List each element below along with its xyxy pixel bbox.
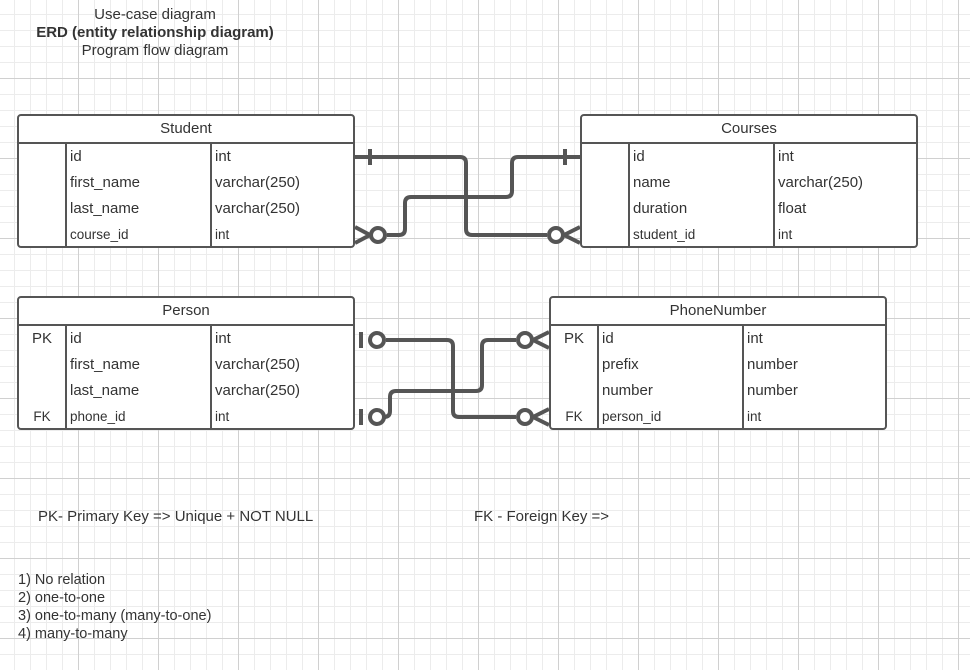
entity-phone-number[interactable]: PhoneNumber PK id int prefix number numb… bbox=[549, 296, 887, 430]
entity-row: PK id int bbox=[551, 326, 885, 352]
entity-courses[interactable]: Courses id int name varchar(250) duratio… bbox=[580, 114, 918, 248]
connector-person-to-phone bbox=[386, 338, 516, 419]
field-type: number bbox=[747, 382, 798, 399]
crowfoot-marker bbox=[562, 225, 581, 245]
key-cell bbox=[19, 196, 67, 222]
key-cell bbox=[19, 352, 67, 378]
entity-phone-number-title: PhoneNumber bbox=[551, 298, 885, 326]
field-name: name bbox=[630, 170, 775, 196]
field-name: last_name bbox=[67, 378, 212, 404]
note-foreign-key: FK - Foreign Key => bbox=[474, 508, 610, 525]
field-name: prefix bbox=[599, 352, 744, 378]
field-name: first_name bbox=[67, 170, 212, 196]
field-type: int bbox=[215, 227, 230, 242]
note-primary-key: PK- Primary Key => Unique + NOT NULL bbox=[38, 508, 314, 525]
entity-person-title: Person bbox=[19, 298, 353, 326]
key-cell bbox=[19, 378, 67, 404]
key-cell bbox=[551, 352, 599, 378]
entity-courses-title: Courses bbox=[582, 116, 916, 144]
list-item: 1) No relation bbox=[18, 572, 106, 588]
entity-row: course_id int bbox=[19, 222, 353, 246]
entity-row: last_name varchar(250) bbox=[19, 378, 353, 404]
entity-row: first_name varchar(250) bbox=[19, 352, 353, 378]
field-type: int bbox=[747, 409, 762, 424]
field-type: number bbox=[747, 356, 798, 373]
title-program-flow: Program flow diagram bbox=[81, 42, 229, 59]
field-type: varchar(250) bbox=[215, 174, 301, 191]
entity-row: name varchar(250) bbox=[582, 170, 916, 196]
field-type: varchar(250) bbox=[778, 174, 864, 191]
field-name: student_id bbox=[630, 222, 775, 246]
field-type: int bbox=[215, 148, 231, 165]
field-name: id bbox=[67, 326, 212, 352]
field-name: first_name bbox=[67, 352, 212, 378]
entity-row: prefix number bbox=[551, 352, 885, 378]
crowfoot-marker bbox=[531, 330, 550, 350]
list-item: 2) one-to-one bbox=[18, 590, 106, 606]
relation-types-list: 1) No relation 2) one-to-one 3) one-to-m… bbox=[18, 571, 211, 643]
title-use-case: Use-case diagram bbox=[94, 6, 216, 23]
key-cell bbox=[551, 378, 599, 404]
key-cell: FK bbox=[19, 404, 67, 428]
entity-row: PK id int bbox=[19, 326, 353, 352]
field-type: varchar(250) bbox=[215, 382, 301, 399]
key-cell bbox=[19, 222, 67, 246]
field-type: int bbox=[215, 330, 231, 347]
field-type: int bbox=[778, 148, 794, 165]
entity-row: last_name varchar(250) bbox=[19, 196, 353, 222]
entity-row: first_name varchar(250) bbox=[19, 170, 353, 196]
entity-row: id int bbox=[19, 144, 353, 170]
diagram-titles: Use-case diagram ERD (entity relationshi… bbox=[20, 6, 290, 60]
field-name: id bbox=[599, 326, 744, 352]
key-cell bbox=[19, 144, 67, 170]
entity-row: duration float bbox=[582, 196, 916, 222]
entity-student[interactable]: Student id int first_name varchar(250) l… bbox=[17, 114, 355, 248]
field-type: varchar(250) bbox=[215, 200, 301, 217]
key-cell bbox=[582, 196, 630, 222]
field-type: varchar(250) bbox=[215, 356, 301, 373]
field-type: int bbox=[215, 409, 230, 424]
field-name: duration bbox=[630, 196, 775, 222]
key-cell bbox=[582, 170, 630, 196]
entity-person[interactable]: Person PK id int first_name varchar(250)… bbox=[17, 296, 355, 430]
zero-circle-marker bbox=[369, 226, 387, 244]
field-type: float bbox=[778, 200, 807, 217]
crowfoot-marker bbox=[531, 407, 550, 427]
field-type: int bbox=[747, 330, 763, 347]
entity-row: FK person_id int bbox=[551, 404, 885, 428]
field-name: id bbox=[630, 144, 775, 170]
key-cell: PK bbox=[551, 326, 599, 352]
list-item: 4) many-to-many bbox=[18, 626, 128, 642]
entity-row: id int bbox=[582, 144, 916, 170]
zero-circle-marker bbox=[516, 331, 534, 349]
field-type: int bbox=[778, 227, 793, 242]
field-name: id bbox=[67, 144, 212, 170]
zero-circle-marker bbox=[516, 408, 534, 426]
field-name: last_name bbox=[67, 196, 212, 222]
crowfoot-marker bbox=[354, 225, 372, 245]
field-name: phone_id bbox=[67, 404, 212, 428]
field-name: number bbox=[599, 378, 744, 404]
key-cell: PK bbox=[19, 326, 67, 352]
title-erd: ERD (entity relationship diagram) bbox=[36, 24, 274, 41]
key-cell bbox=[19, 170, 67, 196]
zero-circle-marker bbox=[368, 408, 386, 426]
entity-row: FK phone_id int bbox=[19, 404, 353, 428]
key-cell: FK bbox=[551, 404, 599, 428]
field-name: person_id bbox=[599, 404, 744, 428]
entity-row: number number bbox=[551, 378, 885, 404]
entity-student-title: Student bbox=[19, 116, 353, 144]
key-cell bbox=[582, 222, 630, 246]
connector-phone-to-person bbox=[382, 338, 516, 419]
key-cell bbox=[582, 144, 630, 170]
entity-row: student_id int bbox=[582, 222, 916, 246]
connector-courses-to-student bbox=[387, 155, 580, 237]
field-name: course_id bbox=[67, 222, 212, 246]
zero-circle-marker bbox=[368, 331, 386, 349]
zero-circle-marker bbox=[547, 226, 565, 244]
list-item: 3) one-to-many (many-to-one) bbox=[18, 608, 212, 624]
connector-student-to-courses bbox=[355, 155, 547, 237]
